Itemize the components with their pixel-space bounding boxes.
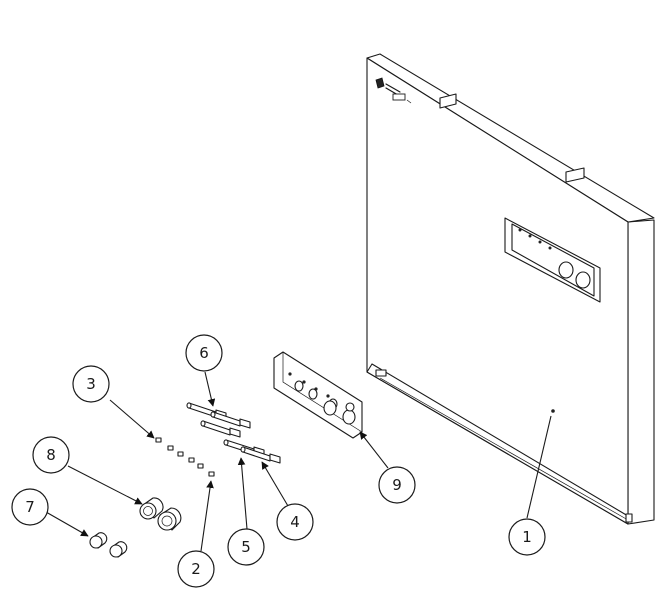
part-6-pins bbox=[186, 402, 251, 438]
callout-1: 1 bbox=[508, 518, 546, 556]
part-1-front-panel bbox=[366, 53, 655, 525]
part-9-control-plate bbox=[273, 351, 363, 439]
callout-4: 4 bbox=[276, 503, 314, 541]
callout-4-label: 4 bbox=[290, 513, 300, 531]
callout-7-label: 7 bbox=[25, 498, 35, 516]
callout-6-label: 6 bbox=[199, 344, 209, 362]
part-4-pin bbox=[240, 446, 281, 464]
callout-3: 3 bbox=[72, 365, 110, 403]
callout-2: 2 bbox=[177, 550, 215, 588]
callout-2-label: 2 bbox=[191, 560, 201, 578]
callout-3-label: 3 bbox=[86, 375, 96, 393]
brand-logo-icon bbox=[375, 77, 412, 104]
callout-8-label: 8 bbox=[46, 446, 56, 464]
callout-5: 5 bbox=[227, 528, 265, 566]
mount-point bbox=[551, 409, 555, 413]
display-window bbox=[504, 217, 601, 303]
part-7-caps bbox=[89, 532, 128, 558]
callout-7: 7 bbox=[11, 488, 49, 526]
leader-lines bbox=[45, 371, 552, 552]
part-2-stud bbox=[208, 471, 215, 477]
callout-5-label: 5 bbox=[241, 538, 251, 556]
callout-9: 9 bbox=[378, 466, 416, 504]
callout-6: 6 bbox=[185, 334, 223, 372]
callout-9-label: 9 bbox=[392, 476, 402, 494]
callout-8: 8 bbox=[32, 436, 70, 474]
part-8-bushings bbox=[139, 497, 182, 531]
part-3-studs bbox=[155, 437, 204, 469]
callout-1-label: 1 bbox=[522, 528, 532, 546]
